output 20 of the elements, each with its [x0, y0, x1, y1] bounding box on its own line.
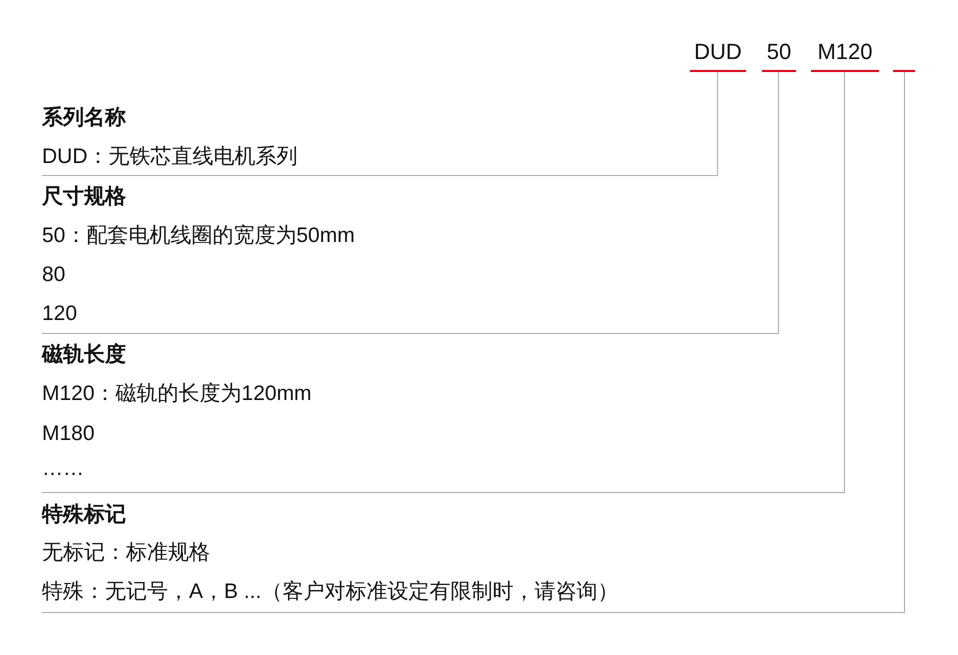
connector-line	[904, 72, 905, 613]
model-code-segment: M120	[811, 38, 879, 72]
spec-text: 特殊：无记号，A，B ...（客户对标准设定有限制时，请咨询）	[42, 579, 618, 605]
spec-text: M180	[42, 421, 95, 447]
spec-text: 120	[42, 301, 78, 327]
connector-line	[844, 72, 845, 493]
section-heading: 特殊标记	[42, 502, 126, 528]
section-heading: 尺寸规格	[42, 184, 126, 210]
spec-text: 80	[42, 262, 66, 288]
spec-text: 无标记：标准规格	[42, 540, 210, 566]
spec-text: ……	[42, 456, 84, 482]
section-heading: 磁轨长度	[42, 342, 126, 368]
spec-text: DUD：无铁芯直线电机系列	[42, 144, 298, 170]
section-heading: 系列名称	[42, 105, 126, 131]
model-code-segment: 50	[762, 38, 796, 72]
model-code-segment: DUD	[690, 38, 746, 72]
spec-text: 50：配套电机线圈的宽度为50mm	[42, 223, 355, 249]
connector-line	[717, 72, 718, 176]
connector-line	[778, 72, 779, 334]
spec-text: M120：磁轨的长度为120mm	[42, 381, 312, 407]
